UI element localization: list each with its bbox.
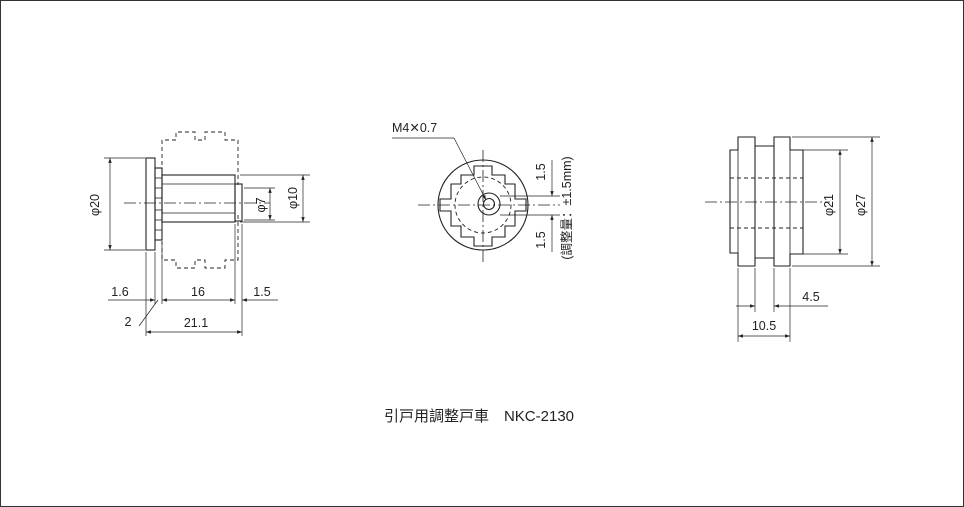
dim-dia-21: φ21 <box>822 194 836 216</box>
dim-16: 16 <box>191 285 205 299</box>
dim-1-5-end: 1.5 <box>253 285 270 299</box>
dim-2: 2 <box>125 315 132 329</box>
side-view: φ20 φ7 φ10 1.6 16 1.5 2 21.1 <box>88 131 310 336</box>
adjust-up: 1.5 <box>534 163 548 180</box>
dim-10-5: 10.5 <box>752 319 776 333</box>
wheel-view: φ21 φ27 4.5 10.5 <box>705 136 880 342</box>
front-view: M4✕0.7 1.5 1.5 (調整量：±1.5mm) <box>392 121 574 262</box>
hidden-wheel <box>161 131 239 269</box>
dim-dia-27: φ27 <box>854 194 868 216</box>
drawing-title: 引戸用調整戸車 NKC-2130 <box>384 408 574 425</box>
shaft-circle <box>477 192 501 216</box>
dim-dia-20: φ20 <box>88 194 102 216</box>
adjust-down: 1.5 <box>534 231 548 248</box>
shaft-end <box>234 183 243 222</box>
dim-1-6: 1.6 <box>111 285 128 299</box>
dim-21-1: 21.1 <box>184 316 208 330</box>
wheel-outline <box>729 136 804 267</box>
dim-4-5: 4.5 <box>802 290 819 304</box>
dim-dia-10: φ10 <box>286 187 300 209</box>
bolt-circle <box>482 197 496 211</box>
dim-dia-7: φ7 <box>254 197 268 212</box>
thread-label: M4✕0.7 <box>392 121 437 135</box>
adjust-note: (調整量：±1.5mm) <box>559 156 574 259</box>
